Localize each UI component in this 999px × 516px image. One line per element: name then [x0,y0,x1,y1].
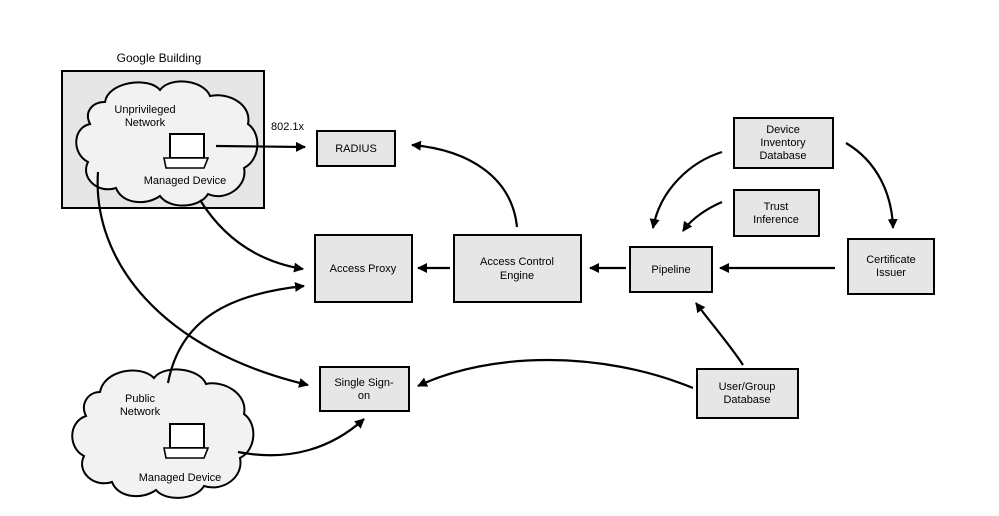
radius-box: RADIUS [316,130,396,167]
certificate-issuer-label-line2: Issuer [876,267,906,279]
user-group-label-line2: Database [723,394,770,406]
single-sign-on-label-line2: on [358,390,370,402]
arrow-device-to-radius [215,141,306,152]
arrow-public-to-access-proxy [166,281,305,384]
arrow-inventory-to-pipeline [649,150,723,229]
arrow-engine-to-radius [411,140,519,228]
arrow-trust-to-pipeline [682,200,723,232]
public-network-cloud: Public Network Managed Device [71,368,255,499]
arrow-usergroup-to-sso [417,358,694,390]
access-proxy-box: Access Proxy [314,234,413,303]
access-control-engine-label-line1: Access Control [480,256,554,268]
user-group-database-box: User/Group Database [696,368,799,419]
access-control-engine-label-line2: Engine [500,270,534,282]
arrow-unprivileged-to-sso [96,171,309,388]
device-inventory-label-line1: Device [766,124,800,136]
arrow-usergroup-to-pipeline [695,302,744,366]
public-cloud-shape [71,368,255,499]
trust-inference-label-line1: Trust [764,201,789,213]
access-control-engine-box: Access Control Engine [453,234,582,303]
laptop-icon [163,423,210,459]
arrow-public-to-sso [237,418,365,457]
unprivileged-network-label-line1: Unprivileged [114,104,175,116]
certificate-issuer-box: Certificate Issuer [847,238,935,295]
google-building-title: Google Building [117,51,202,65]
unprivileged-network-cloud: Unprivileged Network Managed Device [75,80,259,207]
device-inventory-label-line3: Database [759,150,806,162]
pipeline-box: Pipeline [629,246,713,293]
dot1x-edge-label: 802.1x [271,121,305,133]
single-sign-on-box: Single Sign- on [319,366,410,412]
arrow-unprivileged-to-access-proxy [199,199,304,273]
unprivileged-managed-device-label: Managed Device [144,175,227,187]
laptop-icon [163,133,210,169]
unprivileged-cloud-shape [75,80,259,207]
certificate-issuer-label-line1: Certificate [866,254,916,266]
device-inventory-label-line2: Inventory [760,137,806,149]
unprivileged-network-label-line2: Network [125,117,166,129]
public-network-label-line2: Network [120,406,161,418]
public-managed-device-label: Managed Device [139,472,222,484]
device-inventory-database-box: Device Inventory Database [733,117,834,169]
public-network-label-line1: Public [125,393,155,405]
access-proxy-label: Access Proxy [330,263,397,275]
single-sign-on-label-line1: Single Sign- [334,377,394,389]
trust-inference-label-line2: Inference [753,214,799,226]
pipeline-label: Pipeline [651,264,690,276]
radius-label: RADIUS [335,143,377,155]
trust-inference-box: Trust Inference [733,189,820,237]
arrow-inventory-to-issuer [845,142,898,229]
user-group-label-line1: User/Group [719,381,776,393]
connection-arrows [96,140,898,457]
